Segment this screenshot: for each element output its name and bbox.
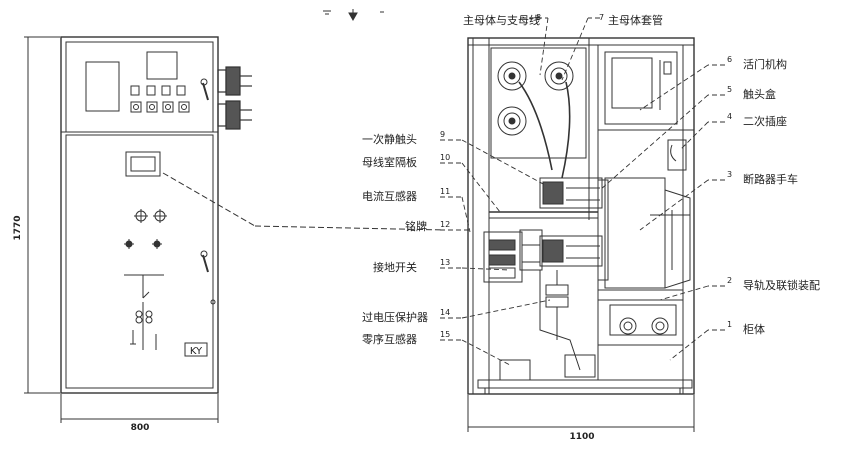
earthing-switch <box>483 231 523 283</box>
front-cabinet-outline <box>60 36 219 394</box>
callout-label-15: 零序互感器 <box>362 332 417 346</box>
callout-num-7: 7 <box>599 13 604 22</box>
callout-label-10: 母线室隔板 <box>362 155 417 169</box>
ky-badge-text: KY <box>190 346 203 357</box>
callout-num-3: 3 <box>727 170 732 179</box>
callout-label-4: 二次插座 <box>743 114 787 128</box>
zero-sequence-ct <box>499 359 531 381</box>
rail-interlock <box>597 289 684 301</box>
callout-num-13: 13 <box>440 258 450 267</box>
callout-num-5: 5 <box>727 85 732 94</box>
breaker-truck <box>604 177 666 289</box>
callout-label-3: 断路器手车 <box>743 172 798 186</box>
mimic-diagram <box>124 274 164 350</box>
callout-num-15: 15 <box>440 330 450 339</box>
callout-label-2: 导轨及联锁装配 <box>743 278 820 292</box>
surge-arrester <box>545 270 569 340</box>
callout-num-1: 1 <box>727 320 732 329</box>
callout-label-8: 主母体与支母线 <box>463 13 540 27</box>
control-switch-row <box>130 85 190 113</box>
callout-num-8: 8 <box>536 13 541 22</box>
callout-label-6: 活门机构 <box>743 57 787 71</box>
callout-label-7: 主母体套管 <box>608 13 663 27</box>
upper-contact-box <box>539 177 603 209</box>
shutter-mechanism <box>604 51 678 125</box>
callout-label-12: 铭牌 <box>405 219 427 233</box>
leader-lines <box>440 17 725 366</box>
front-view <box>24 36 446 423</box>
front-height-label: 1770 <box>13 215 23 240</box>
operating-holes <box>124 209 167 249</box>
external-bushings <box>217 66 252 130</box>
breaker-door <box>65 134 214 389</box>
meter-window-right <box>146 51 178 80</box>
callout-label-9: 一次静触头 <box>362 132 417 146</box>
callout-label-5: 触头盒 <box>743 87 776 101</box>
side-cabinet-outline <box>467 37 695 395</box>
callout-label-14: 过电压保护器 <box>362 310 428 324</box>
callout-label-1: 柜体 <box>743 322 765 336</box>
side-section-view <box>323 9 695 432</box>
text-labels: 1770 800 1100 KY 主母体与支母线 8 7 主母体套管 6 活门机… <box>13 13 820 442</box>
callout-num-12: 12 <box>440 220 450 229</box>
lower-contact-box <box>539 235 603 267</box>
callout-num-14: 14 <box>440 308 450 317</box>
front-width-label: 800 <box>131 423 150 433</box>
busbar-compartment <box>490 47 587 159</box>
callout-num-2: 2 <box>727 276 732 285</box>
callout-num-9: 9 <box>440 130 445 139</box>
callout-num-6: 6 <box>727 55 732 64</box>
secondary-plug <box>667 139 687 171</box>
ky-badge-box <box>184 342 208 357</box>
callout-label-13: 接地开关 <box>373 260 417 274</box>
meter-window-left <box>85 61 120 112</box>
callout-num-10: 10 <box>440 153 450 162</box>
side-width-label: 1100 <box>569 432 594 442</box>
inspection-window <box>125 151 161 177</box>
callout-num-4: 4 <box>727 112 732 121</box>
callout-num-11: 11 <box>440 187 450 196</box>
callout-label-11: 电流互感器 <box>362 189 417 203</box>
